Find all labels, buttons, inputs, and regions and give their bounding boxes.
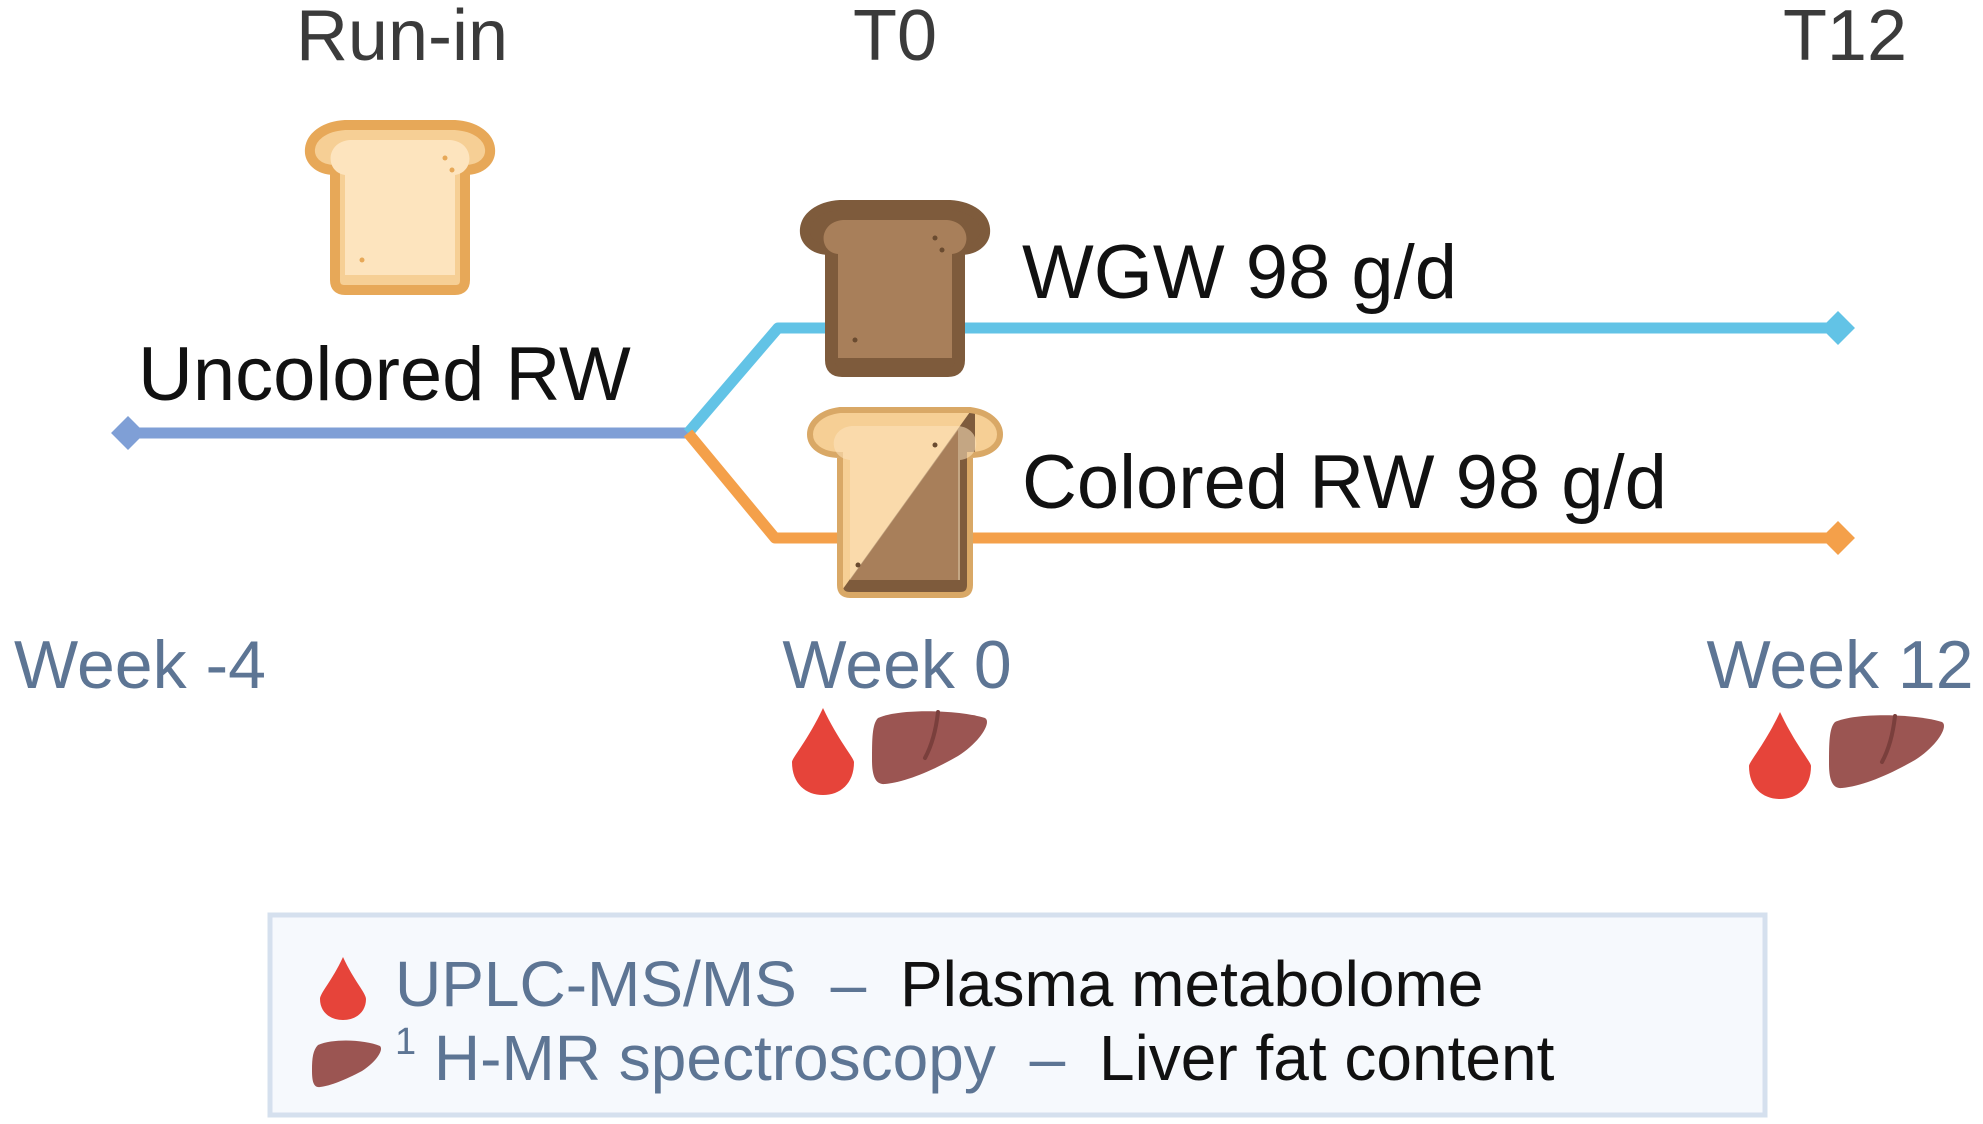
week-label-0: Week 0: [782, 627, 1011, 703]
wgw-end-marker: [1821, 311, 1855, 345]
blood-drop-icon: [320, 957, 366, 1020]
phase-label-t12: T12: [1783, 0, 1907, 76]
legend-method-uplc: UPLC-MS/MS: [395, 948, 797, 1020]
legend-row-liverfat: 1 H-MR spectroscopy – Liver fat content: [395, 996, 1555, 1094]
half-colored-bread-icon: [807, 407, 1003, 598]
legend-method-mr: H-MR spectroscopy: [434, 1022, 996, 1094]
legend-superscript: 1: [395, 1021, 416, 1063]
arm-label-colored: Colored RW 98 g/d: [1022, 440, 1667, 525]
white-bread-icon: [305, 120, 495, 295]
legend-row-metabolome: UPLC-MS/MS – Plasma metabolome: [395, 948, 1483, 1020]
arm-label-uncolored: Uncolored RW: [138, 332, 631, 417]
legend-box: [267, 912, 1768, 1118]
legend-outcome-liverfat: Liver fat content: [1099, 1022, 1555, 1094]
legend-outcome-metabolome: Plasma metabolome: [900, 948, 1483, 1020]
wgw-line: [683, 322, 1838, 437]
legend-dash: –: [831, 948, 867, 1020]
colored-end-marker: [1821, 521, 1855, 555]
colored-line: [683, 429, 1838, 544]
arm-label-wgw: WGW 98 g/d: [1022, 230, 1457, 315]
week-label-12: Week 12: [1706, 627, 1973, 703]
phase-label-t0: T0: [853, 0, 937, 76]
liver-lobe-line: [923, 710, 940, 760]
liver-icon: [312, 1040, 382, 1088]
blood-drop-icon: [1749, 712, 1811, 799]
runin-start-marker: [111, 416, 145, 450]
legend: UPLC-MS/MS – Plasma metabolome 1 H-MR sp…: [267, 912, 1768, 1118]
week-label-minus4: Week -4: [14, 627, 266, 703]
legend-dash: –: [1030, 1022, 1066, 1094]
liver-lobe-line: [1880, 714, 1897, 764]
blood-drop-icon: [792, 708, 854, 795]
phase-label-runin: Run-in: [296, 0, 508, 76]
wholegrain-bread-icon: [800, 200, 990, 377]
